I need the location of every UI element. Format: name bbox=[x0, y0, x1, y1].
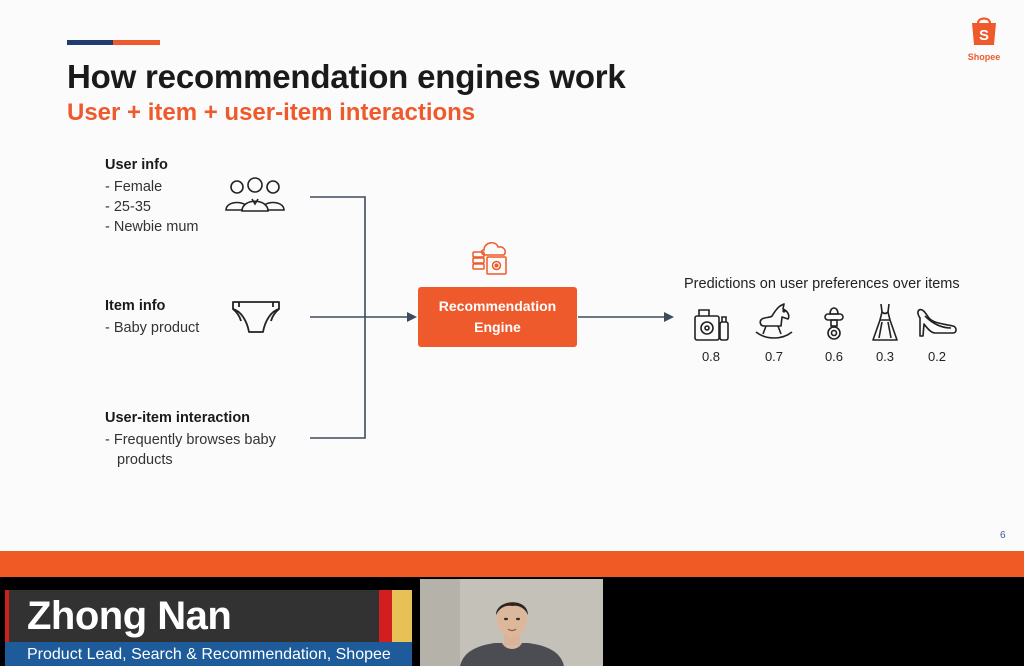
user-info-line: - Female bbox=[105, 179, 163, 195]
prediction-item: 0.3 bbox=[862, 302, 908, 364]
users-group-icon bbox=[225, 177, 285, 212]
cloud-server-icon bbox=[472, 242, 507, 275]
flow-connectors bbox=[310, 196, 674, 439]
speaker-name: Zhong Nan bbox=[27, 594, 232, 638]
interaction-line: - Frequently browses baby bbox=[105, 432, 276, 448]
accent-bar-orange bbox=[113, 40, 160, 45]
prediction-item: 0.6 bbox=[811, 302, 857, 364]
predictions-heading: Predictions on user preferences over ite… bbox=[684, 276, 960, 292]
prediction-score: 0.8 bbox=[701, 349, 721, 364]
plate-stripe-yellow bbox=[392, 590, 412, 642]
interaction-title: User-item interaction bbox=[105, 410, 251, 426]
logo-text: Shopee bbox=[967, 52, 1001, 62]
user-info-line: - Newbie mum bbox=[105, 219, 199, 235]
engine-label-line2: Engine bbox=[474, 319, 521, 335]
dress-icon bbox=[872, 303, 898, 341]
diaper-icon bbox=[232, 301, 280, 333]
prediction-item: 0.2 bbox=[914, 302, 960, 364]
user-info-title: User info bbox=[105, 157, 168, 173]
prediction-item: 0.8 bbox=[688, 302, 734, 364]
accent-bar-blue bbox=[67, 40, 113, 45]
speaker-video bbox=[420, 579, 603, 666]
recommendation-engine-box: Recommendation Engine bbox=[418, 287, 577, 347]
speaker-name-plate: Zhong Nan Product Lead, Search & Recomme… bbox=[5, 590, 412, 666]
plate-stripe-red bbox=[379, 590, 392, 642]
logo-letter: S bbox=[979, 27, 989, 44]
slide-footer-band bbox=[0, 551, 1024, 577]
interaction-block: User-item interaction - Frequently brows… bbox=[105, 410, 276, 470]
baby-gear-icon bbox=[694, 309, 729, 341]
slide-subtitle: User + item + user-item interactions bbox=[67, 99, 476, 126]
interaction-line: products bbox=[117, 452, 173, 468]
slide-title: How recommendation engines work bbox=[67, 58, 626, 95]
page-number: 6 bbox=[1000, 530, 1006, 541]
item-info-title: Item info bbox=[105, 298, 166, 314]
plate-dark-bar bbox=[9, 590, 379, 642]
item-info-block: Item info - Baby product bbox=[105, 298, 199, 338]
engine-label-line1: Recommendation bbox=[438, 298, 557, 314]
speaker-webcam bbox=[420, 579, 603, 666]
shopee-logo: S Shopee bbox=[966, 14, 1002, 62]
high-heel-icon bbox=[917, 308, 957, 337]
shopping-bag-icon: S bbox=[972, 17, 996, 45]
prediction-item: 0.7 bbox=[751, 302, 797, 364]
prediction-score: 0.3 bbox=[875, 349, 895, 364]
prediction-score: 0.7 bbox=[764, 349, 784, 364]
prediction-score: 0.6 bbox=[824, 349, 844, 364]
rocking-horse-icon bbox=[755, 303, 793, 339]
plate-blue-bar bbox=[5, 642, 412, 666]
plate-stripe-red-left bbox=[5, 590, 9, 642]
item-info-line: - Baby product bbox=[105, 320, 200, 336]
slide: How recommendation engines work User + i… bbox=[67, 14, 1006, 541]
prediction-score: 0.2 bbox=[927, 349, 947, 364]
user-info-block: User info - Female - 25-35 - Newbie mum bbox=[105, 157, 198, 237]
pacifier-icon bbox=[824, 307, 844, 340]
user-info-line: - 25-35 bbox=[105, 199, 151, 215]
speaker-role: Product Lead, Search & Recommendation, S… bbox=[27, 646, 391, 663]
